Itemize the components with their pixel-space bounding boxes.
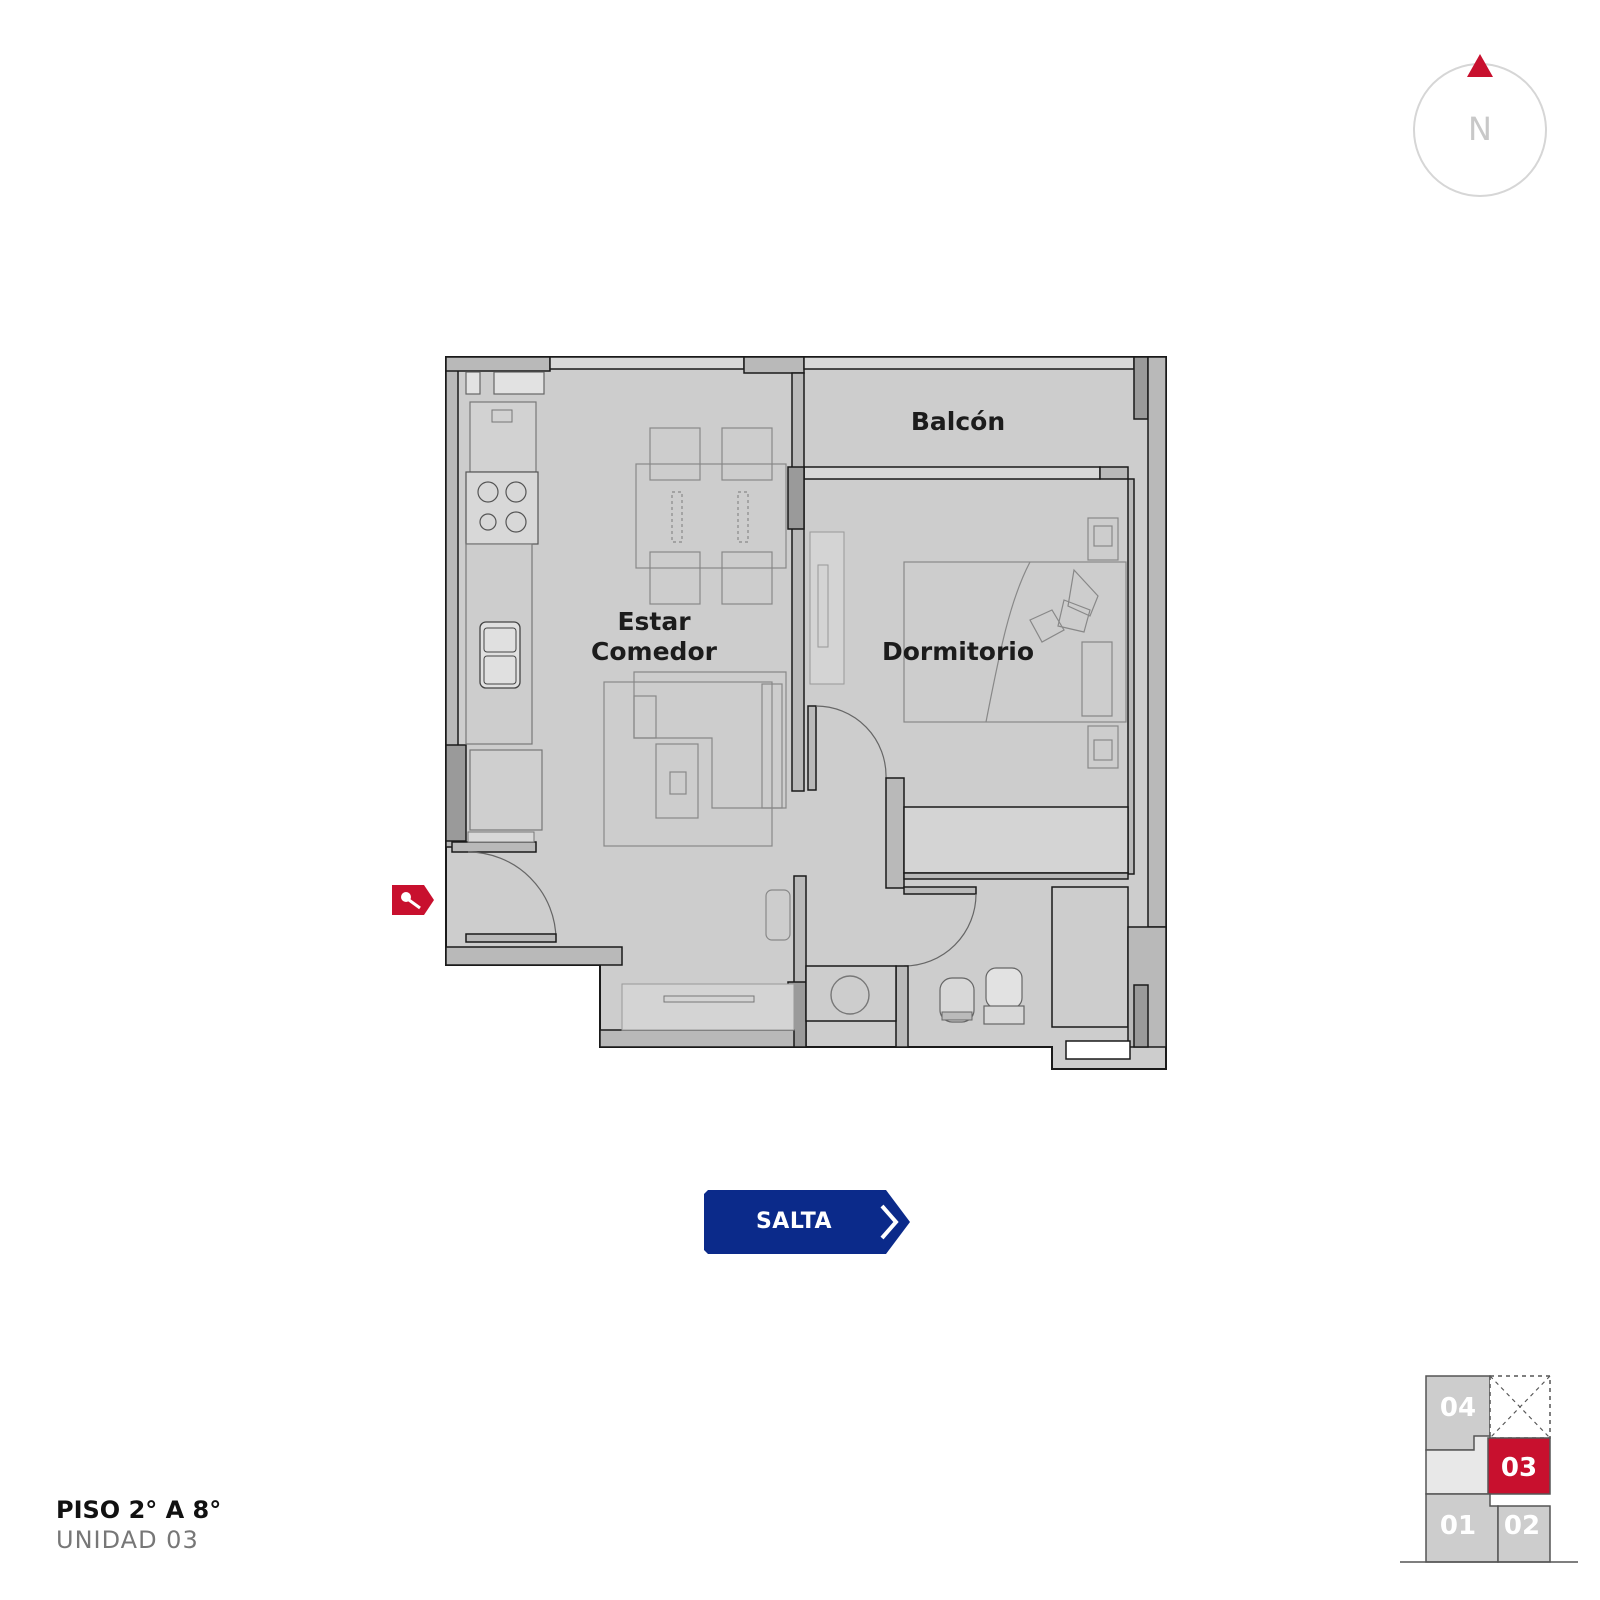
floor-title: PISO 2° A 8° [56,1496,222,1524]
room-label-estar: Estar [617,607,691,636]
street-button-label: SALTA [755,1209,833,1234]
key-plan-unit-04: 04 [1440,1393,1476,1423]
key-plan-unit-01: 01 [1440,1511,1476,1541]
key-plan: 04 03 01 02 [1400,1375,1578,1563]
key-plan-unit-03: 03 [1501,1453,1537,1483]
compass-arrow-icon [1467,54,1493,77]
bedroom-set [903,517,1127,769]
dining-set [635,427,787,605]
unit-label: UNIDAD 03 [56,1526,199,1554]
compass-letter: N [1468,110,1492,148]
room-label-dormitorio: Dormitorio [882,637,1034,666]
street-salta-button[interactable]: SALTA [704,1190,910,1254]
floor-info: PISO 2° A 8° UNIDAD 03 [56,1496,221,1554]
room-label-comedor: Comedor [591,637,718,666]
room-label-balcon: Balcón [911,407,1005,436]
entrance-key-icon [392,885,434,915]
living-set [603,671,787,847]
apartment-floor [445,356,1167,1070]
compass: N [1413,54,1547,197]
chevron-right-icon [880,1204,899,1240]
key-plan-unit-02: 02 [1504,1511,1540,1541]
kitchen [465,371,545,843]
